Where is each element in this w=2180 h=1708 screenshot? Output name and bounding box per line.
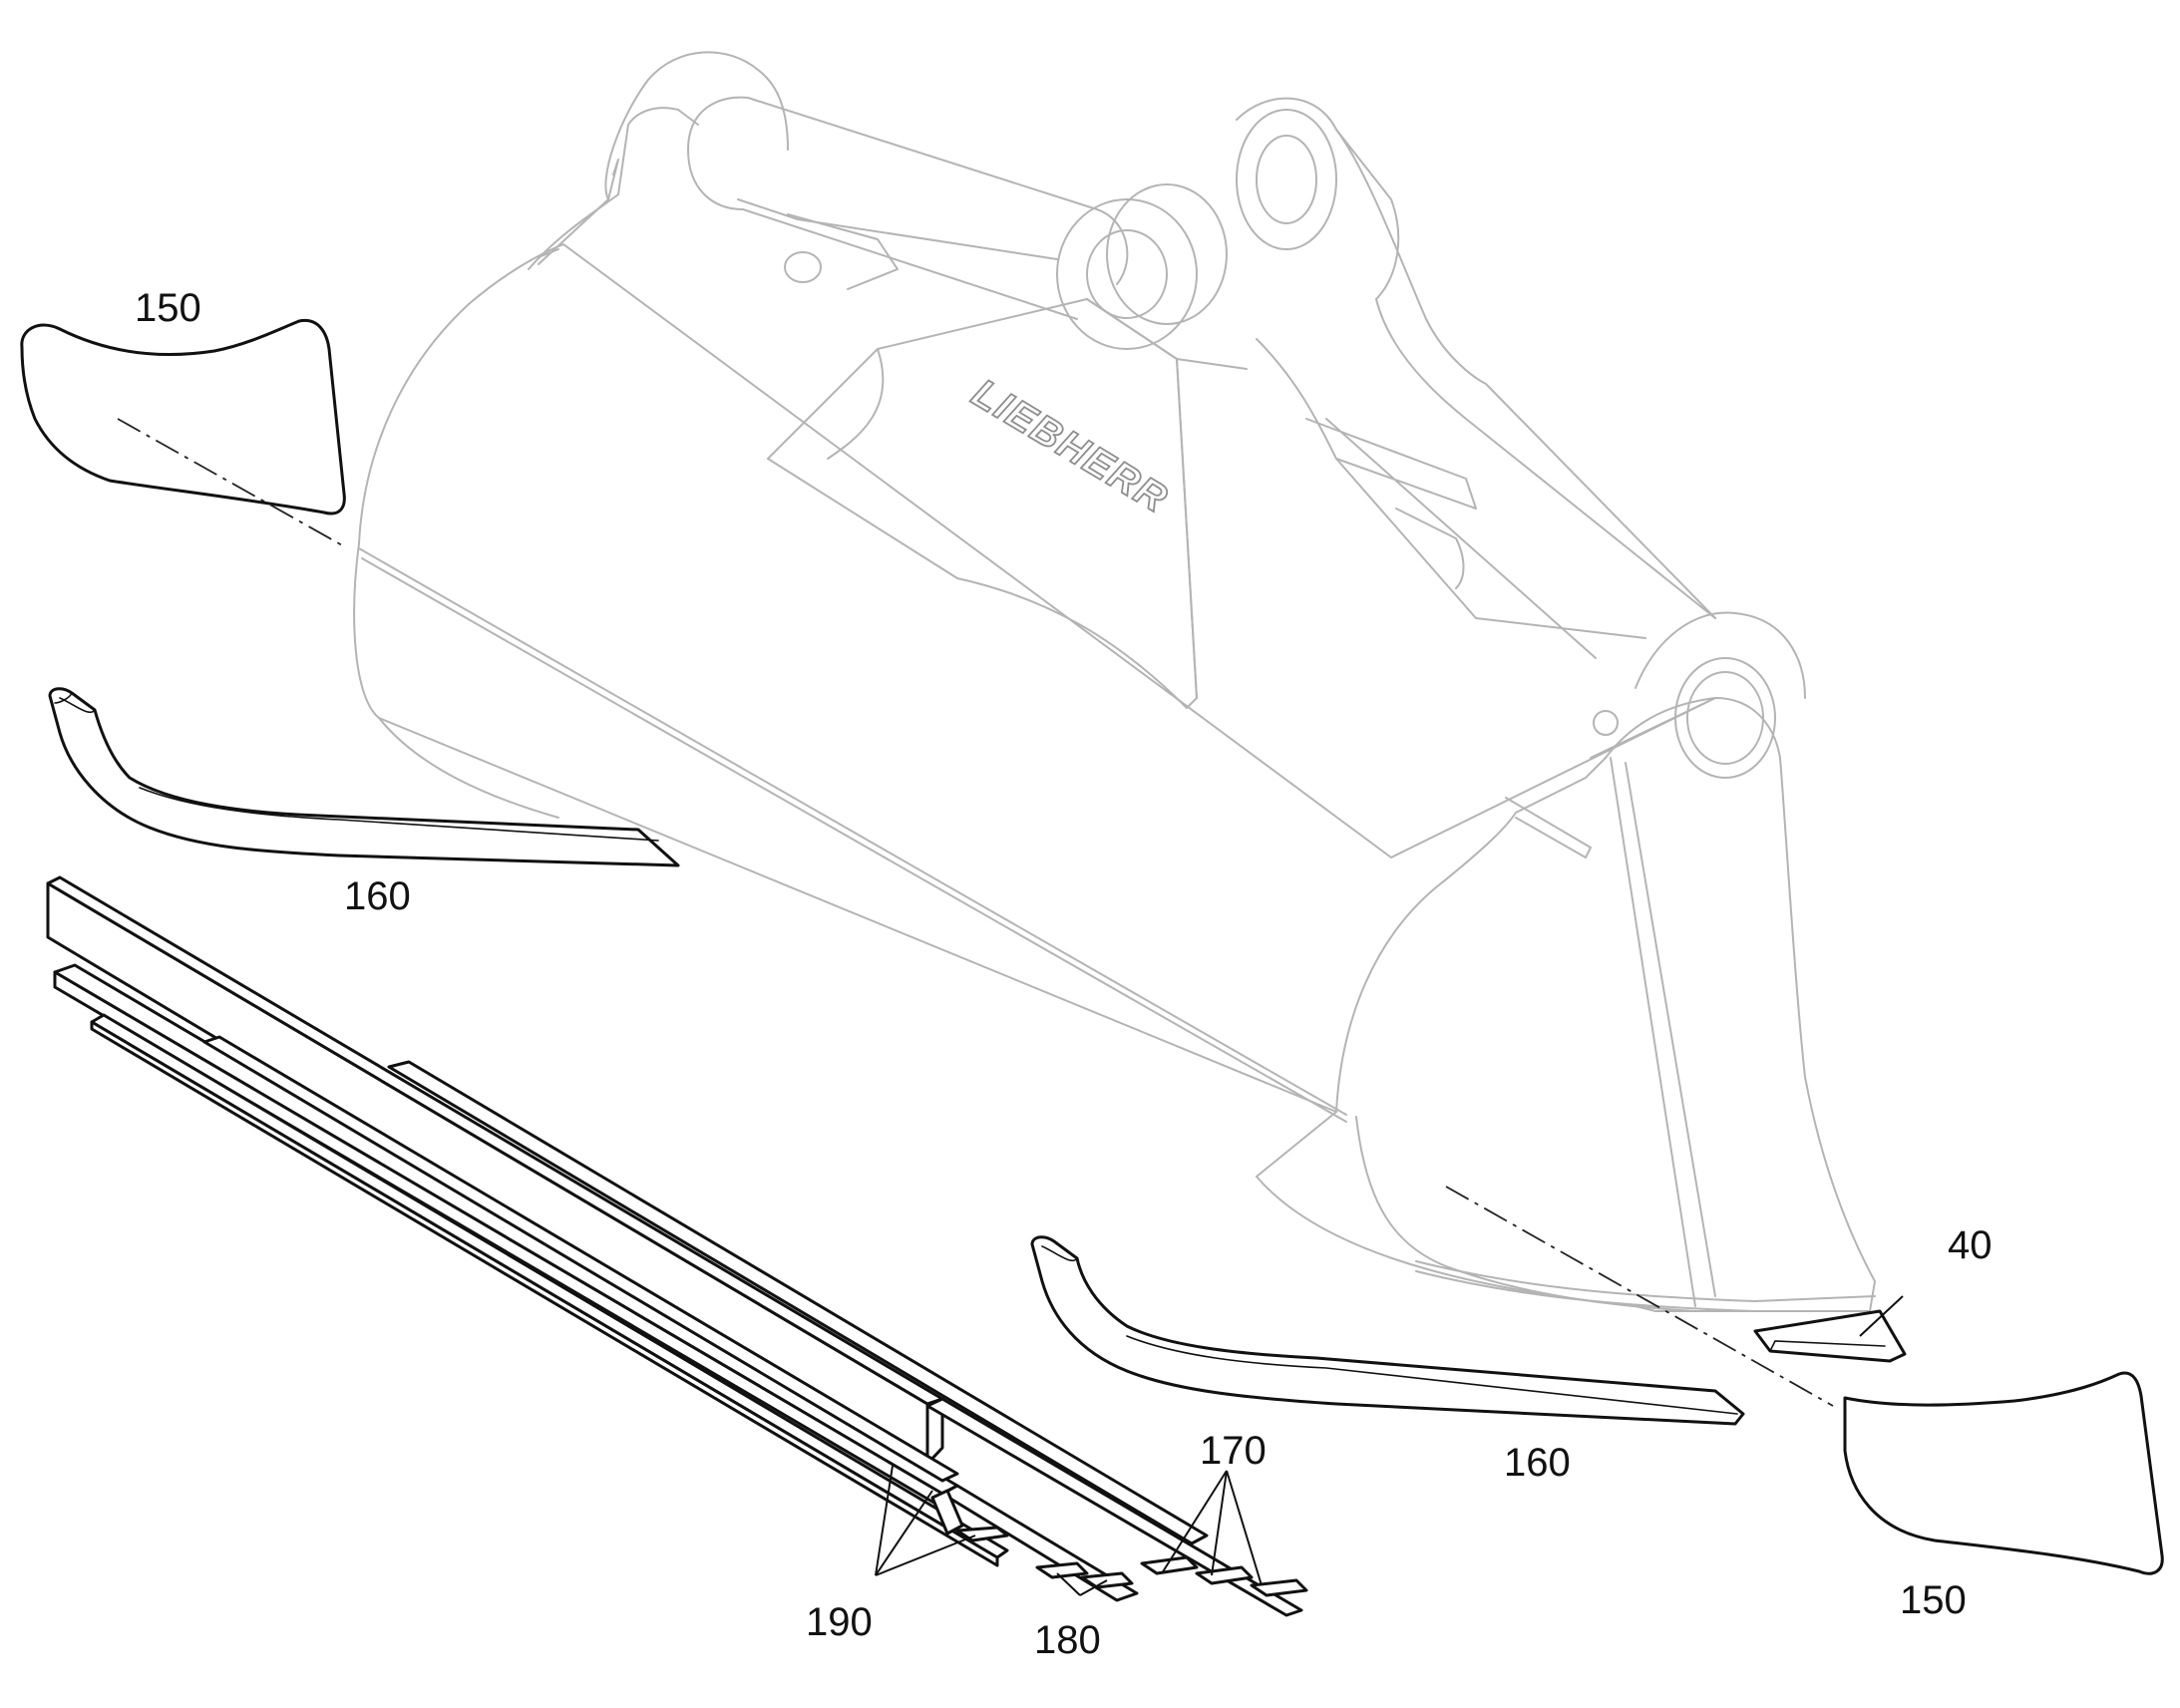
side-blade-left <box>48 687 680 867</box>
label-180: 180 <box>1034 1618 1101 1662</box>
side-plate-right <box>1843 1371 2164 1575</box>
leader-lines <box>875 1295 1904 1596</box>
brand-lettering: LIEBHERR <box>964 371 1176 521</box>
side-plate-left <box>20 318 346 515</box>
label-160-right: 160 <box>1504 1441 1571 1485</box>
strip-set-190 <box>90 1013 1209 1567</box>
label-190: 190 <box>806 1600 873 1644</box>
cutting-edge <box>1753 1309 1907 1363</box>
assembly-axis-right <box>1445 1186 1834 1407</box>
strip-set-180 <box>53 963 1139 1602</box>
label-170: 170 <box>1200 1429 1267 1473</box>
strip-set-170 <box>46 875 1308 1617</box>
bucket-body: LIEBHERR <box>353 51 1876 1312</box>
label-160-left: 160 <box>344 874 411 918</box>
label-150-left: 150 <box>135 286 201 330</box>
label-40: 40 <box>1948 1223 1993 1267</box>
side-blade-right <box>1030 1235 1745 1426</box>
label-150-right: 150 <box>1900 1578 1967 1622</box>
